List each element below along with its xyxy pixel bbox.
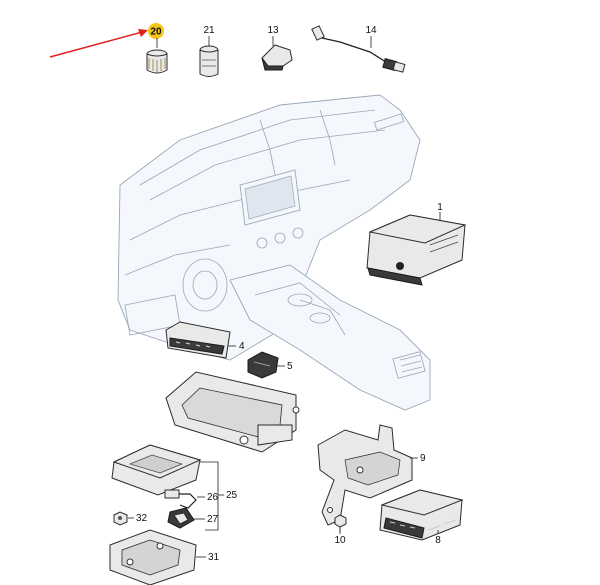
part-10-bolt[interactable] [334, 514, 347, 532]
part-13-antenna[interactable] [261, 44, 293, 71]
storage-tray[interactable] [165, 371, 300, 453]
part-8-control-unit[interactable] [379, 489, 464, 541]
callout-26: 26 [207, 492, 219, 503]
callout-8: 8 [435, 535, 441, 546]
part-26-connector-cable[interactable] [164, 489, 197, 509]
callout-20: 20 [150, 27, 162, 38]
callout-9: 9 [420, 453, 426, 464]
callout-5: 5 [287, 361, 293, 372]
callout-10: 10 [334, 535, 346, 546]
part-20-rotary-knob[interactable] [146, 49, 168, 74]
part-9-mounting-bracket[interactable] [317, 424, 413, 526]
part-1-radio-unit[interactable] [366, 214, 467, 286]
callout-32: 32 [136, 513, 148, 524]
callout-4: 4 [239, 341, 245, 352]
part-27-holder[interactable] [167, 507, 195, 529]
part-14-cable[interactable] [311, 25, 406, 73]
callout-14: 14 [365, 25, 377, 36]
dashboard-outline [117, 94, 431, 411]
callout-31: 31 [208, 552, 220, 563]
callout-13: 13 [267, 25, 279, 36]
part-25-module[interactable] [111, 444, 202, 496]
arrow-head-icon [138, 29, 148, 37]
highlight-20 [49, 23, 164, 58]
part-32-nut[interactable] [113, 511, 128, 526]
callout-21: 21 [203, 25, 215, 36]
part-4-control-module[interactable] [165, 321, 231, 359]
callout-1: 1 [437, 202, 443, 213]
callout-27: 27 [207, 514, 219, 525]
part-21-knob[interactable] [199, 45, 219, 77]
callout-25: 25 [226, 490, 238, 501]
part-5-usb-hub[interactable] [247, 351, 279, 379]
pointer-arrow [49, 30, 147, 58]
part-31-bracket[interactable] [109, 529, 197, 585]
